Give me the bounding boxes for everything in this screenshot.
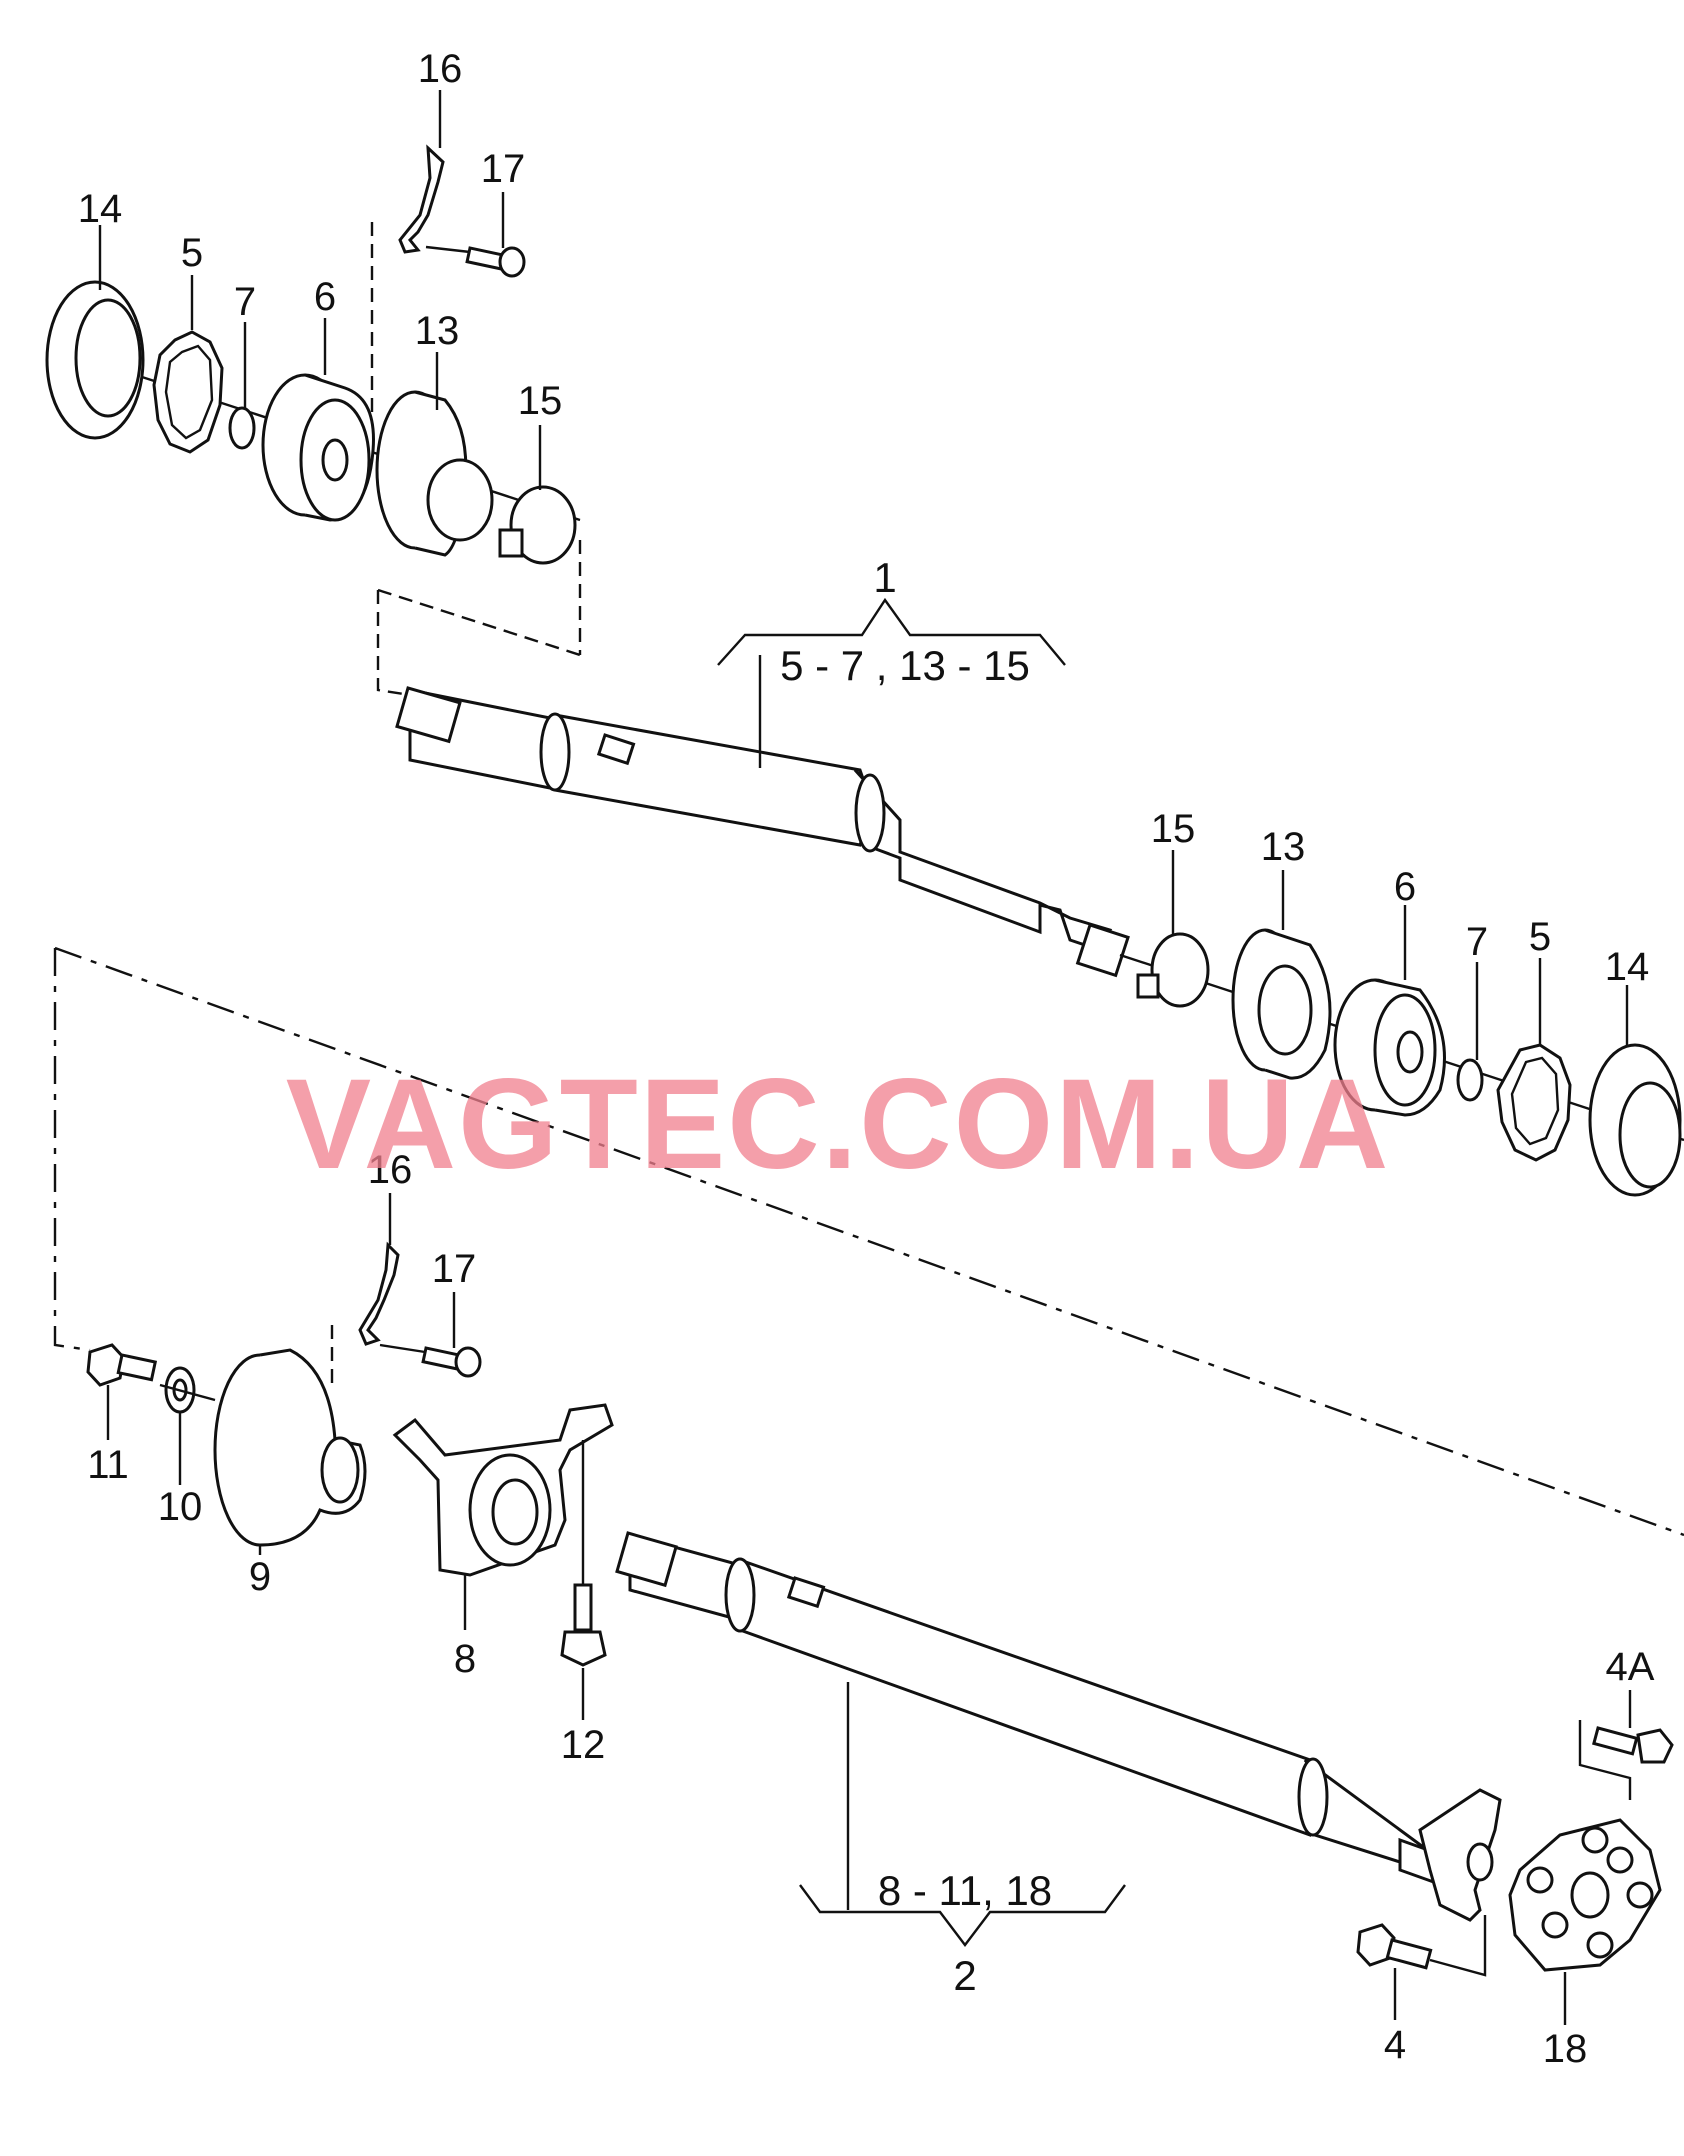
part-12-bolt: [560, 1583, 607, 1667]
label-6-right: 6: [1394, 865, 1416, 909]
label-14-right: 14: [1605, 945, 1650, 989]
label-16-upper: 16: [418, 47, 463, 91]
watermark: VAGTEC.COM.UA: [286, 1053, 1391, 1196]
label-12: 12: [561, 1723, 606, 1767]
part-6-flange-right: [1333, 978, 1446, 1117]
part-16-clip-lower: [358, 1241, 400, 1346]
label-13-right: 13: [1261, 825, 1306, 869]
part-4-bolt: [1356, 1923, 1433, 1970]
part-4a-bolt: [1592, 1726, 1674, 1764]
part-14-cap-right: [1588, 1043, 1682, 1197]
label-15-right: 15: [1151, 807, 1196, 851]
group-2-range: 8 - 11, 18: [878, 1867, 1052, 1914]
group-2-number: 2: [953, 1952, 976, 1999]
part-5-gasket-right: [1496, 1043, 1572, 1162]
label-9: 9: [249, 1555, 271, 1599]
bracket-4a: [1578, 1720, 1632, 1800]
part-6-flange-left: [261, 373, 375, 522]
shaft-2-flange-plate: [1418, 1788, 1502, 1922]
part-17-bolt-lower: [421, 1346, 482, 1378]
group-1-number: 1: [873, 554, 896, 601]
part-15-clamp-left: [498, 485, 577, 565]
part-13-seal-right: [1231, 928, 1332, 1080]
shaft-2-spline-left: [615, 1531, 678, 1588]
group-bracket-2: [799, 1884, 1126, 1947]
propshaft-2: [628, 1533, 1472, 1898]
label-14-upper: 14: [78, 187, 123, 231]
group-bracket-1: [717, 597, 1066, 666]
part-16-clip-upper: [398, 144, 445, 254]
label-11: 11: [87, 1443, 129, 1487]
label-16-lower: 16: [368, 1148, 413, 1192]
part-14-cap-left: [45, 280, 145, 440]
label-6-upper: 6: [314, 275, 336, 319]
shaft-1-spline-left: [395, 686, 462, 744]
label-8: 8: [454, 1637, 476, 1681]
part-7-circlip-right: [1456, 1058, 1484, 1102]
label-7-upper: 7: [234, 280, 256, 324]
leader-lines: [98, 90, 1632, 2025]
label-15-upper: 15: [518, 379, 563, 423]
label-13-upper: 13: [415, 309, 460, 353]
label-17-lower: 17: [432, 1247, 477, 1291]
leader-lower-16-17: [379, 1343, 426, 1354]
part-17-bolt-upper: [465, 246, 526, 278]
part-13-seal-left: [375, 390, 494, 557]
part-11-bolt: [86, 1343, 158, 1387]
part-18-flex-disc: [1508, 1818, 1662, 1972]
part-9-flange: [213, 1348, 367, 1547]
part-7-circlip-left: [228, 406, 256, 450]
label-4: 4: [1384, 2023, 1406, 2067]
propshaft-1: [408, 688, 1130, 978]
label-5-upper: 5: [181, 231, 203, 275]
label-4a: 4A: [1606, 1645, 1655, 1689]
assembly-dash-upper: [370, 222, 582, 697]
label-18: 18: [1543, 2027, 1588, 2071]
group-1-range: 5 - 7 , 13 - 15: [780, 642, 1030, 689]
label-17-upper: 17: [481, 147, 526, 191]
part-8-center-bearing: [392, 1403, 614, 1577]
part-5-gasket-left: [152, 330, 224, 454]
label-5-right: 5: [1529, 915, 1551, 959]
label-10: 10: [158, 1485, 203, 1529]
separator-dashdot: [53, 946, 1684, 1537]
bracket-4: [1429, 1915, 1487, 1977]
label-7-right: 7: [1466, 920, 1488, 964]
axis-line-lower-left: [159, 1383, 216, 1402]
part-15-clamp-right: [1136, 932, 1210, 1008]
leader-16-17: [425, 245, 471, 254]
